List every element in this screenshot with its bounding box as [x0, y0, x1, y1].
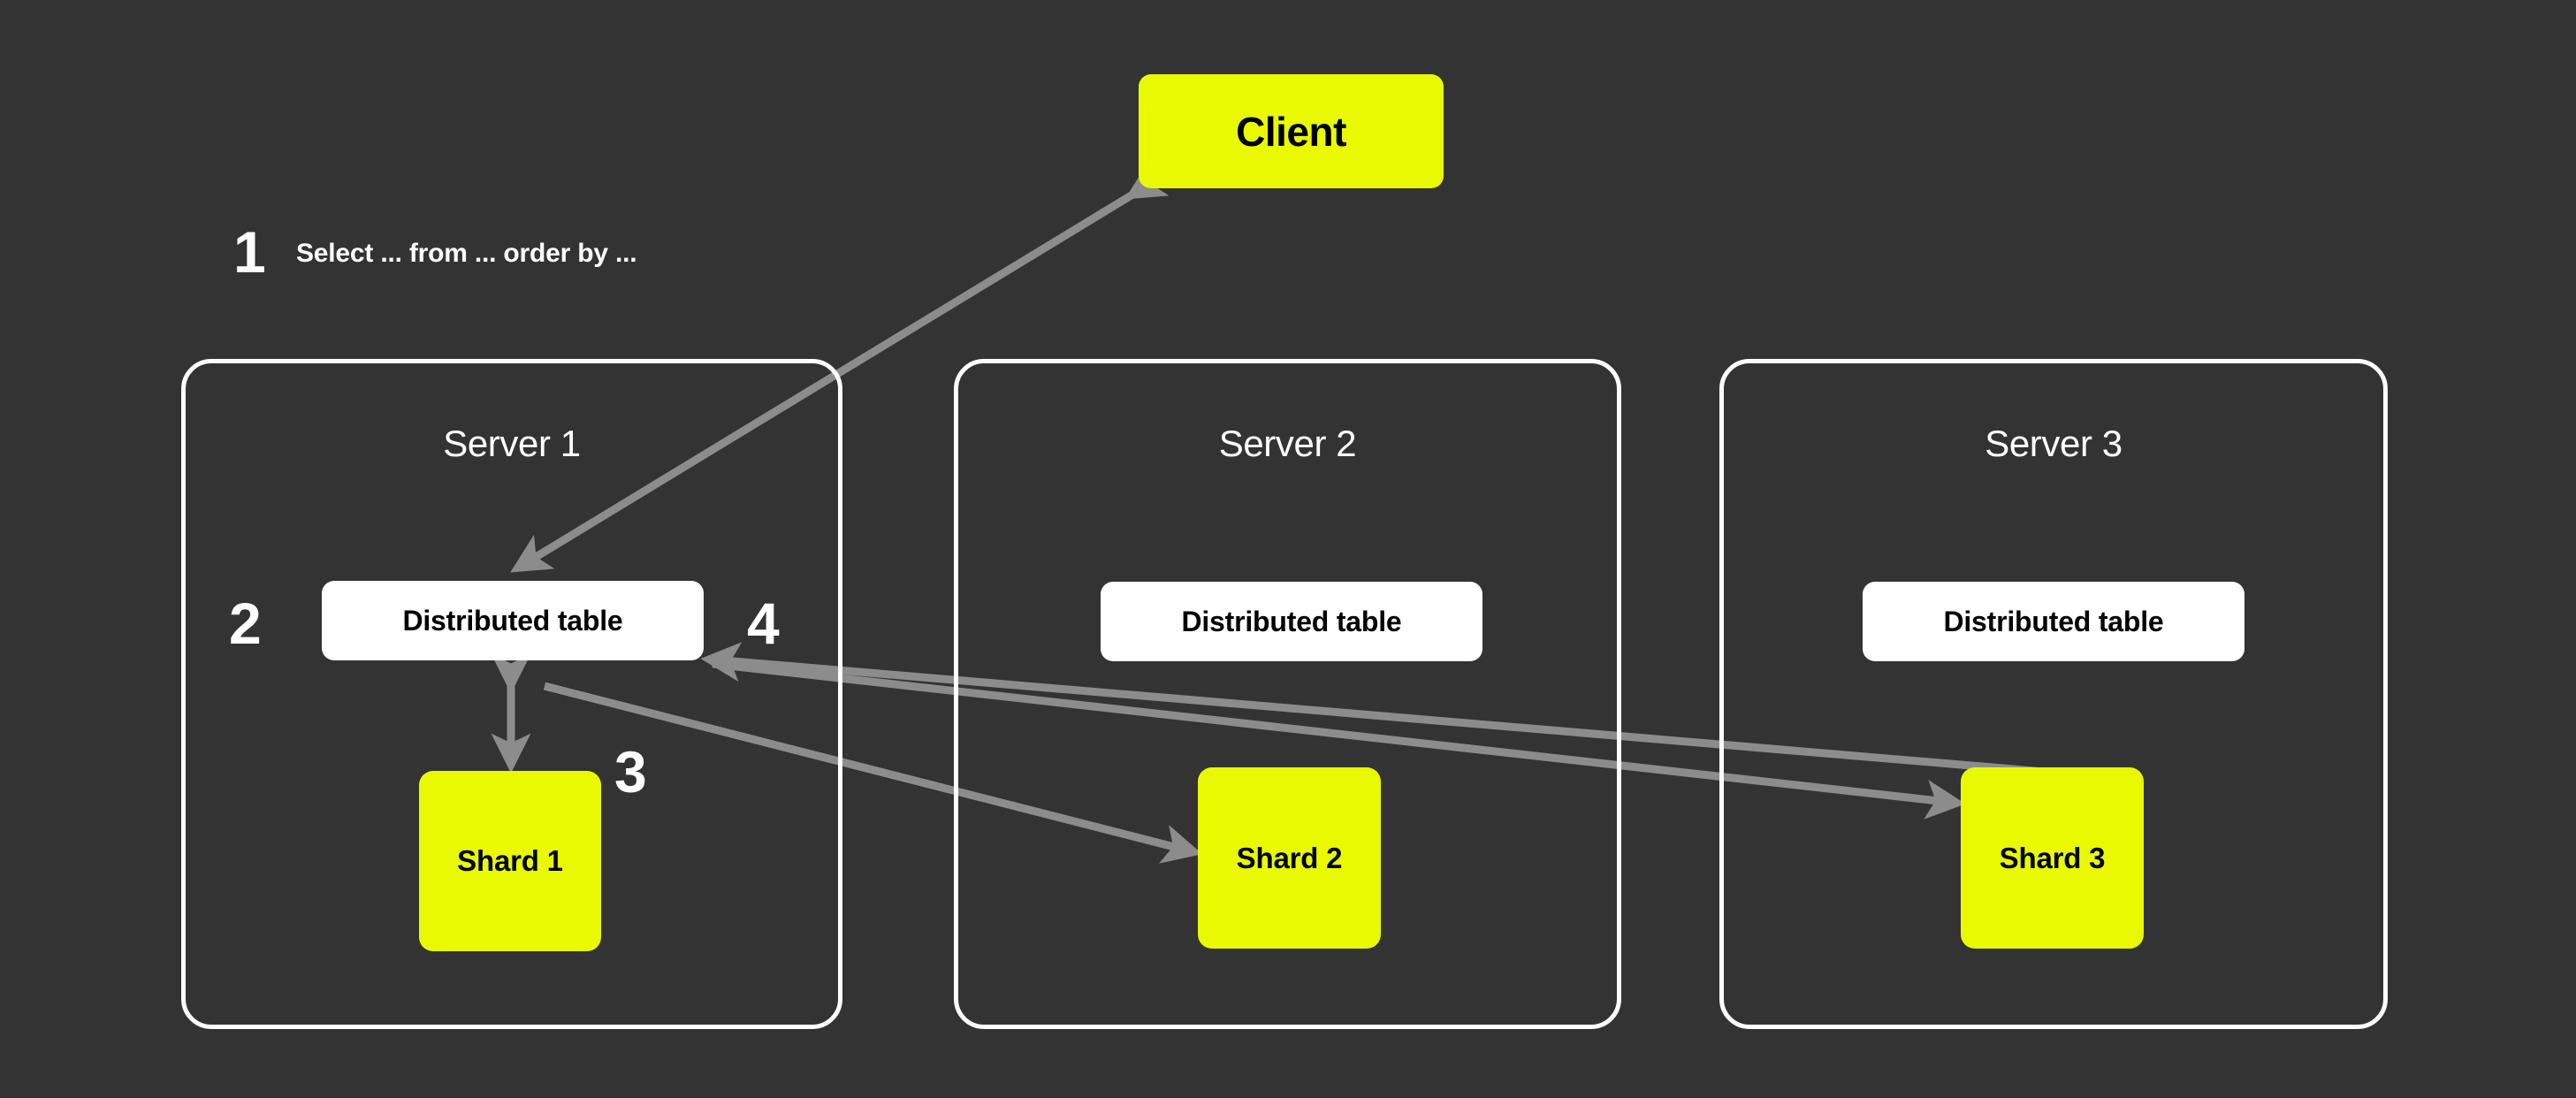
distributed-table-2[interactable]: Distributed table [1101, 582, 1482, 661]
shard-node-3[interactable]: Shard 3 [1961, 767, 2144, 949]
shard-1-label: Shard 1 [457, 844, 563, 877]
server-title-3: Server 3 [1985, 423, 2123, 464]
distributed-table-3[interactable]: Distributed table [1863, 582, 2244, 661]
step-number-2: 2 [229, 591, 262, 656]
distributed-table-3-label: Distributed table [1943, 605, 2164, 637]
distributed-table-1[interactable]: Distributed table [322, 581, 704, 660]
query-caption: Select ... from ... order by ... [296, 239, 637, 268]
client-label: Client [1236, 108, 1346, 155]
server-panel-1 [181, 359, 842, 1029]
step-number-3: 3 [614, 739, 647, 804]
server-panel-2 [954, 359, 1621, 1029]
distributed-table-2-label: Distributed table [1181, 605, 1402, 637]
server-panel-3 [1719, 359, 2388, 1029]
shard-node-1[interactable]: Shard 1 [419, 771, 601, 951]
shard-node-2[interactable]: Shard 2 [1198, 767, 1381, 949]
distributed-table-1-label: Distributed table [402, 604, 623, 637]
shard-3-label: Shard 3 [1999, 841, 2106, 874]
step-number-1: 1 [233, 219, 266, 285]
server-title-2: Server 2 [1218, 423, 1357, 464]
client-node[interactable]: Client [1139, 74, 1444, 188]
shard-2-label: Shard 2 [1236, 841, 1343, 874]
server-title-1: Server 1 [443, 423, 581, 464]
step-number-4: 4 [747, 591, 780, 656]
